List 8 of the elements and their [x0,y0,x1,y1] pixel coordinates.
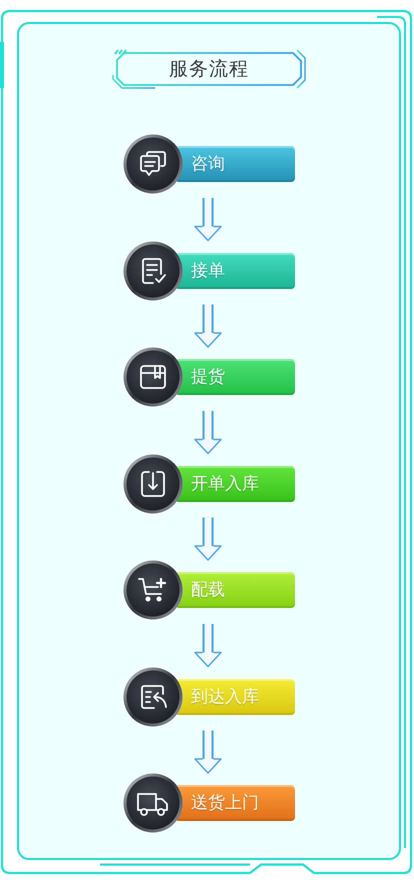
step-bar: 提货 [175,359,295,395]
step-bar: 到达入库 [175,678,295,714]
step-bar: 送货上门 [175,785,295,821]
step-bar: 接单 [175,252,295,288]
step-bar: 开单入库 [175,466,295,502]
step-bar: 咨询 [175,146,295,182]
title-banner: 服务流程 [111,48,307,90]
step-bar: 配载 [175,572,295,608]
